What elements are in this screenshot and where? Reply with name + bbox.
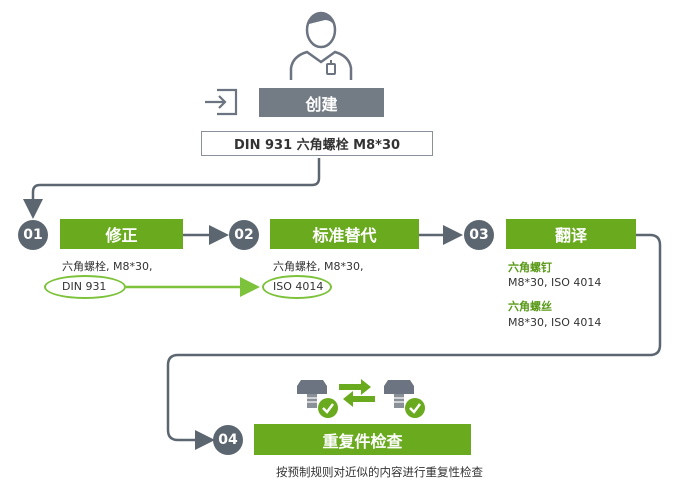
step-01-line2: DIN 931: [62, 280, 107, 293]
user-icon: [287, 6, 355, 82]
part-name-value: DIN 931 六角螺栓 M8*30: [233, 138, 401, 153]
step-01-bar[interactable]: 修正: [60, 219, 183, 249]
step-01-number: 01: [23, 227, 43, 243]
step-01-highlight-oval: [44, 275, 126, 299]
login-icon: [203, 87, 239, 117]
step-01-badge: 01: [18, 220, 48, 250]
step-02-badge: 02: [229, 220, 259, 250]
step-02-number: 02: [234, 227, 254, 243]
step-04-label: 重复件检查: [322, 431, 403, 451]
step-03-label: 翻译: [554, 226, 587, 245]
check-icon: [318, 398, 338, 418]
step-01-line1: 六角螺栓, M8*30,: [62, 260, 153, 273]
step-02-line2: ISO 4014: [273, 280, 324, 293]
create-button[interactable]: 创建: [259, 88, 384, 117]
step-03-item2-title: 六角螺丝: [508, 300, 552, 313]
bolt-icon: [382, 378, 422, 418]
step-02-label: 标准替代: [312, 226, 377, 245]
connector-create-to-01: [23, 158, 321, 219]
step-04-badge: 04: [213, 425, 243, 455]
bolt-icon: [295, 378, 335, 418]
step-02-line1: 六角螺栓, M8*30,: [273, 260, 364, 273]
step-04-description: 按预制规则对近似的内容进行重复性检查: [276, 465, 483, 479]
create-label: 创建: [305, 94, 338, 114]
step-04-bar[interactable]: 重复件检查: [254, 424, 471, 455]
check-icon: [405, 398, 425, 418]
step-03-item2-detail: M8*30, ISO 4014: [508, 316, 602, 329]
step-03-item1-title: 六角螺钉: [508, 261, 552, 274]
step-02-highlight-oval: [262, 275, 332, 299]
step-03-item1-detail: M8*30, ISO 4014: [508, 276, 602, 289]
step-02-bar[interactable]: 标准替代: [270, 219, 419, 249]
step-03-badge: 03: [464, 220, 494, 250]
step-04-number: 04: [218, 432, 238, 448]
part-name-field[interactable]: DIN 931 六角螺栓 M8*30: [201, 131, 433, 156]
swap-arrows-icon: [337, 378, 377, 408]
connector-03-to-04: [166, 233, 662, 450]
step-03-bar[interactable]: 翻译: [506, 219, 636, 249]
step-03-number: 03: [469, 227, 489, 243]
step-01-label: 修正: [105, 226, 138, 245]
